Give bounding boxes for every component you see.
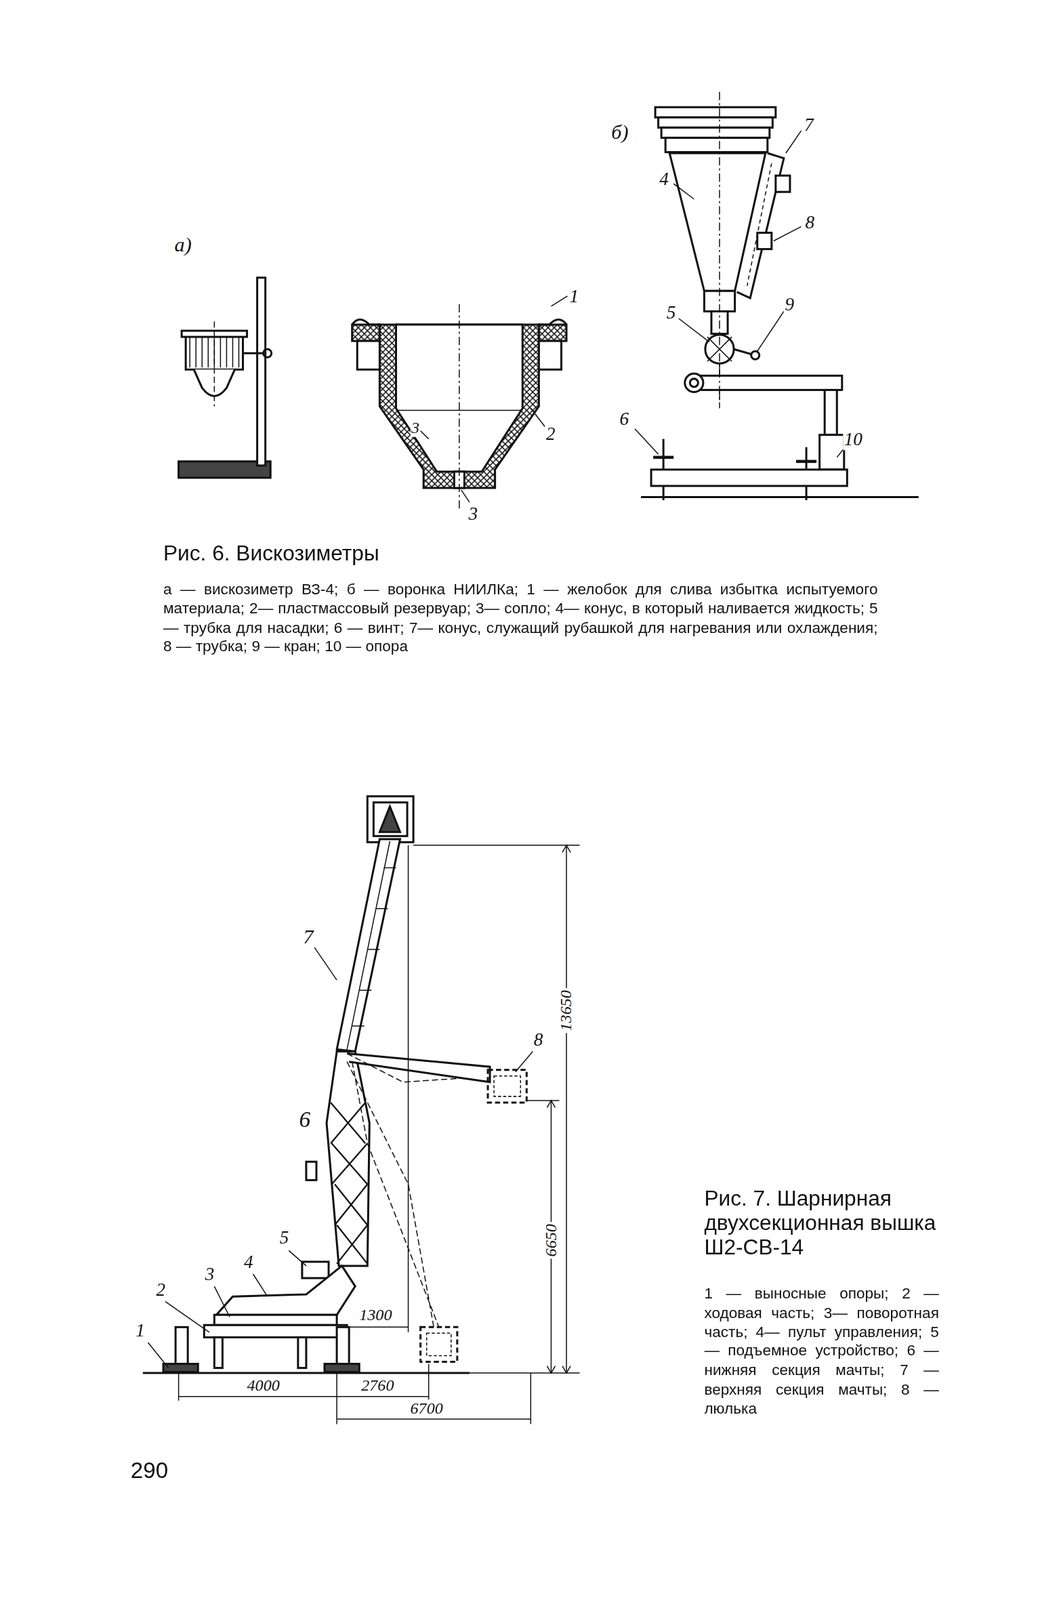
callout-number: 3 bbox=[410, 418, 421, 438]
callout-number: 2 bbox=[544, 423, 557, 445]
articulated-lift bbox=[142, 796, 580, 1424]
niilk-funnel bbox=[634, 92, 919, 501]
dimension: 13650 bbox=[556, 987, 576, 1033]
callout-number: 10 bbox=[842, 428, 864, 450]
callout-number: 9 bbox=[783, 294, 796, 316]
figure-caption: Рис. 6. Вискозиметры bbox=[163, 540, 380, 566]
callout-number: 6 bbox=[618, 408, 631, 430]
viscometer-stand bbox=[178, 277, 272, 478]
callout-number: 1 bbox=[134, 1319, 147, 1341]
callout-number: 5 bbox=[278, 1226, 290, 1248]
figure-letter: б) bbox=[610, 120, 630, 145]
callout-number: 4 bbox=[658, 168, 671, 190]
viscometer-section bbox=[352, 296, 568, 511]
callout-number: 7 bbox=[302, 924, 315, 949]
callout-number: 8 bbox=[804, 212, 816, 234]
dimension: 4000 bbox=[245, 1376, 282, 1396]
figure-letter: а) bbox=[173, 232, 193, 257]
dimension: 6650 bbox=[542, 1221, 561, 1259]
callout-number: 8 bbox=[532, 1028, 545, 1050]
callout-number: 4 bbox=[243, 1251, 255, 1273]
callout-number: 1 bbox=[568, 285, 580, 307]
caption-text: 1 — выносные опоры; 2 — ходовая часть; 3… bbox=[703, 1283, 939, 1419]
caption-text: а — вискозиметр ВЗ-4; б — воронка НИИЛКа… bbox=[163, 579, 878, 657]
callout-number: 3 bbox=[203, 1263, 216, 1285]
callout-number: 2 bbox=[155, 1279, 167, 1301]
callout-number: 3 bbox=[467, 503, 480, 525]
callout-number: 5 bbox=[665, 302, 677, 324]
callout-number: 7 bbox=[803, 114, 816, 136]
dimension: 2760 bbox=[359, 1376, 396, 1396]
dimension: 6700 bbox=[408, 1399, 446, 1419]
page-number: 290 bbox=[130, 1457, 169, 1484]
dimension: 1300 bbox=[357, 1305, 394, 1325]
figure-caption: Рис. 7. Шарнирная двухсекционная вышка Ш… bbox=[703, 1185, 939, 1260]
callout-number: 6 bbox=[298, 1106, 312, 1133]
